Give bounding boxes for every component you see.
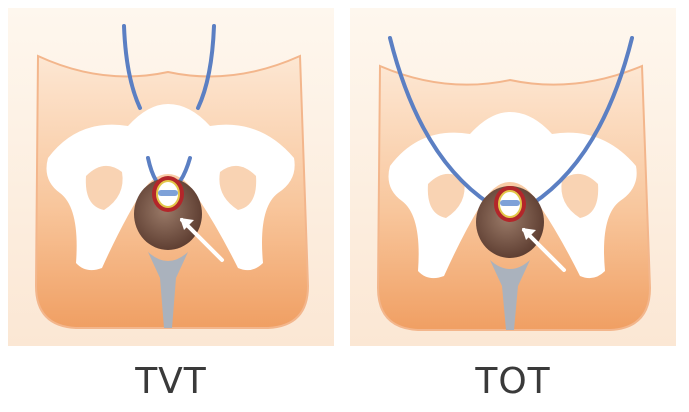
tape-cross-section <box>500 200 520 206</box>
tape-cross-section <box>158 190 178 196</box>
tot-label: TOT <box>350 362 676 402</box>
tvt-label: TVT <box>8 362 334 402</box>
tvt-illustration <box>8 8 334 346</box>
tot-panel <box>350 8 676 346</box>
tvt-panel <box>8 8 334 346</box>
tot-illustration <box>350 8 676 346</box>
